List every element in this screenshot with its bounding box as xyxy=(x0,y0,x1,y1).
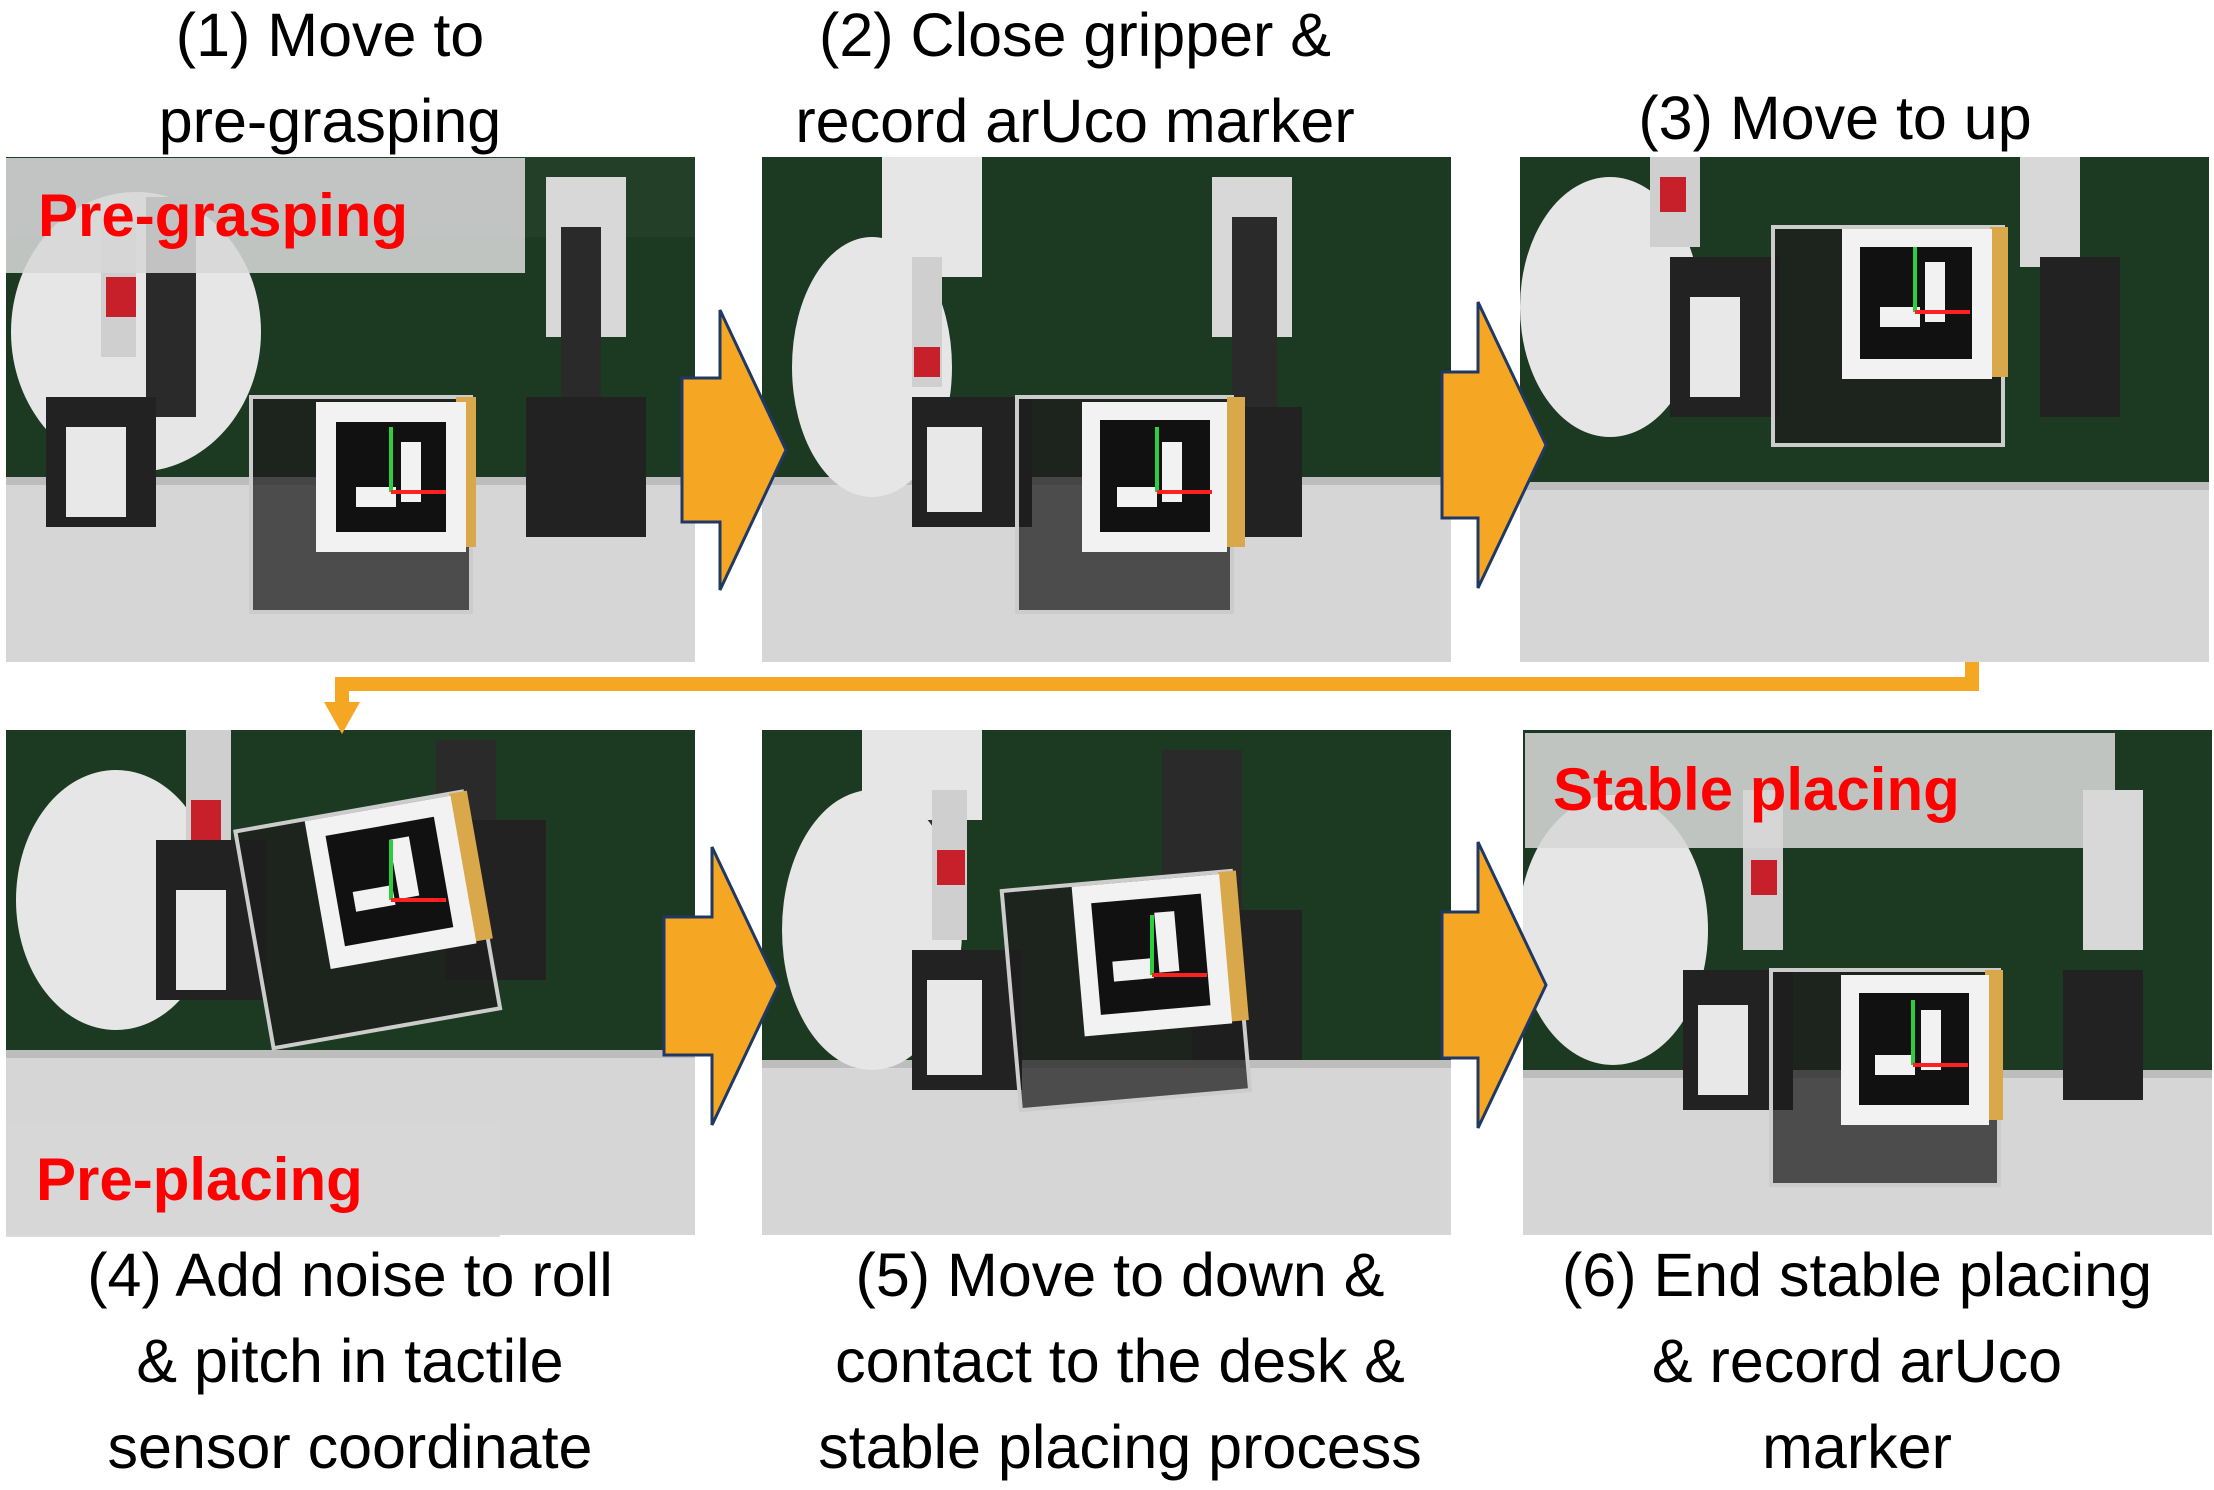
step-2-line-1: (2) Close gripper & xyxy=(819,1,1331,69)
step-5-caption: (5) Move to down & contact to the desk &… xyxy=(745,1232,1495,1490)
photo-step-2 xyxy=(762,157,1451,662)
step-6-line-2: & record arUco xyxy=(1651,1327,2063,1395)
stable-placing-label-box xyxy=(1525,733,2115,848)
pre-grasping-label-box xyxy=(6,158,525,273)
robot-scene-1 xyxy=(6,157,695,662)
step-5-line-1: (5) Move to down & xyxy=(855,1241,1385,1309)
step-1-caption: (1) Move to pre-grasping xyxy=(60,0,600,164)
arrow-5-to-6-icon xyxy=(1440,841,1548,1129)
robot-scene-2 xyxy=(762,157,1451,662)
step-5-line-3: stable placing process xyxy=(818,1413,1422,1481)
step-1-line-2: pre-grasping xyxy=(158,87,502,155)
step-4-caption: (4) Add noise to roll & pitch in tactile… xyxy=(0,1232,700,1490)
step-4-line-3: sensor coordinate xyxy=(107,1413,593,1481)
stable-placing-label: Stable placing xyxy=(1553,756,1960,823)
step-4-line-2: & pitch in tactile xyxy=(136,1327,564,1395)
robot-scene-5 xyxy=(762,730,1451,1235)
step-6-line-3: marker xyxy=(1762,1413,1952,1481)
step-3-caption: (3) Move to up xyxy=(1520,75,2150,161)
step-4-line-1: (4) Add noise to roll xyxy=(87,1241,613,1309)
arrow-1-to-2-icon xyxy=(680,309,788,591)
robot-scene-3 xyxy=(1520,157,2209,662)
step-6-line-1: (6) End stable placing xyxy=(1561,1241,2152,1309)
step-3-line-1: (3) Move to up xyxy=(1638,84,2032,152)
step-2-line-2: record arUco marker xyxy=(795,87,1355,155)
photo-step-1 xyxy=(6,157,695,662)
step-5-line-2: contact to the desk & xyxy=(835,1327,1405,1395)
pre-placing-label: Pre-placing xyxy=(36,1146,363,1213)
pre-grasping-label: Pre-grasping xyxy=(38,182,409,249)
arrow-4-to-5-icon xyxy=(662,846,780,1126)
step-6-caption: (6) End stable placing & record arUco ma… xyxy=(1500,1232,2214,1490)
robot-scene-4 xyxy=(6,730,695,1235)
photo-step-3 xyxy=(1520,157,2209,662)
photo-step-5 xyxy=(762,730,1451,1235)
arrow-2-to-3-icon xyxy=(1440,301,1548,589)
loop-arrow-3-to-4-icon xyxy=(324,662,1979,734)
step-1-line-1: (1) Move to xyxy=(175,1,485,69)
step-2-caption: (2) Close gripper & record arUco marker xyxy=(735,0,1415,164)
pre-placing-label-box xyxy=(6,1122,500,1237)
